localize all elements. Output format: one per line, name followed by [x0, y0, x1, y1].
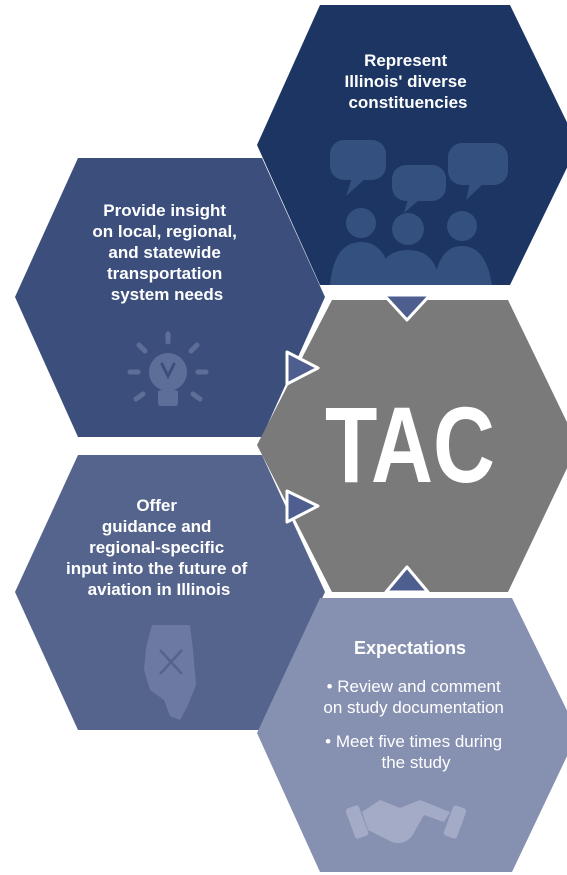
- hex-upper-left-line: transportation: [107, 264, 222, 283]
- hex-top-line: Illinois' diverse: [345, 72, 467, 91]
- hex-lower-left-line: aviation in Illinois: [88, 580, 231, 599]
- hex-upper-left-line: on local, regional,: [92, 222, 237, 241]
- hex-top-line: Represent: [364, 51, 447, 70]
- arrow-bottom-to-center: [384, 565, 430, 594]
- people-speech-bubbles-icon: [330, 140, 508, 285]
- hex-lower-left-shape: [15, 455, 325, 730]
- hex-lower-left-line: guidance and: [102, 517, 212, 536]
- hex-upper-left-line: Provide insight: [103, 201, 226, 220]
- hex-bottom: Expectations • Review and comment on stu…: [257, 598, 567, 872]
- hex-lower-left: Offer guidance and regional-specific inp…: [15, 455, 325, 730]
- handshake-icon: [345, 800, 467, 844]
- arrow-lower-left-to-center: [285, 489, 320, 524]
- bullet-line: on study documentation: [323, 698, 504, 717]
- arrow-top-to-center: [382, 293, 432, 322]
- center-label: TAC: [325, 384, 495, 505]
- hex-upper-left-shape: [15, 158, 325, 437]
- hex-center: TAC: [257, 300, 567, 592]
- bullet-line: the study: [382, 753, 451, 772]
- hex-bottom-heading: Expectations: [354, 638, 466, 658]
- hex-lower-left-line: Offer: [136, 496, 177, 515]
- hex-bottom-bullets: • Review and comment on study documentat…: [323, 677, 508, 772]
- bullet-line: • Meet five times during: [325, 732, 502, 751]
- hex-top-line: constituencies: [348, 93, 467, 112]
- hex-lower-left-line: input into the future of: [66, 559, 248, 578]
- hex-top-text: Represent Illinois' diverse constituenci…: [345, 51, 472, 112]
- arrow-upper-left-to-center: [285, 350, 320, 386]
- hex-center-shape: [257, 300, 567, 592]
- hex-upper-left-line: and statewide: [108, 243, 220, 262]
- hex-top: Represent Illinois' diverse constituenci…: [257, 5, 567, 285]
- lightbulb-icon: [127, 331, 209, 406]
- illinois-map-icon: [144, 625, 196, 720]
- hex-lower-left-line: regional-specific: [89, 538, 224, 557]
- bullet-line: • Review and comment: [327, 677, 501, 696]
- hex-lower-left-text: Offer guidance and regional-specific inp…: [66, 496, 252, 599]
- hex-upper-left-line: system needs: [111, 285, 223, 304]
- hex-upper-left: Provide insight on local, regional, and …: [15, 158, 325, 437]
- hex-bottom-shape: [257, 598, 567, 872]
- hex-upper-left-text: Provide insight on local, regional, and …: [92, 201, 241, 304]
- hex-top-shape: [257, 5, 567, 285]
